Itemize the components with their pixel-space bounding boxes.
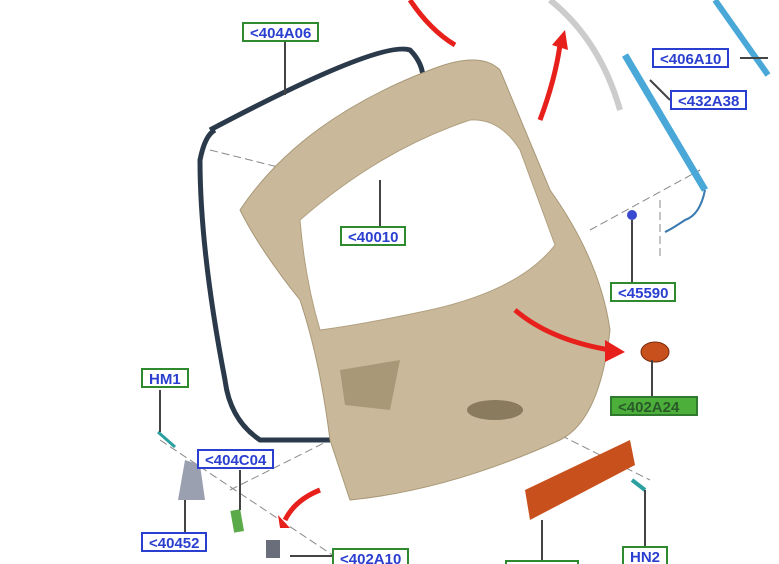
callout-402a10[interactable]: <402A10 [332,548,410,564]
trim-panel [525,440,635,520]
clip [230,509,245,533]
callout-404c04[interactable]: <404C04 [197,449,275,469]
callout-432a38[interactable]: <432A38 [670,90,748,110]
bolt-hm1 [157,430,176,449]
callout-40010[interactable]: <40010 [340,226,407,246]
callout-hn2[interactable]: HN2 [622,546,669,564]
gas-strut-upper [712,0,771,77]
handle-recess [467,400,523,420]
light-housing [340,360,400,410]
tape-roll [640,341,670,363]
callout-404a06[interactable]: <404A06 [242,22,320,42]
leader-lines [159,42,768,564]
glass-edge [548,0,623,111]
bumper-stop [627,210,637,220]
callout-45590[interactable]: <45590 [610,282,677,302]
direction-arrows [282,0,611,522]
callout-402a24[interactable]: <402A24 [610,396,698,416]
liftgate-window [299,119,556,331]
bolt-hn2 [630,478,647,492]
callout-40452[interactable]: <40452 [141,532,208,552]
hinge [178,460,205,500]
callout-trim-panel[interactable] [505,560,579,564]
gas-strut [621,53,709,192]
strut-cable [664,189,706,233]
latch [266,540,280,558]
callout-hm1[interactable]: HM1 [141,368,189,388]
callout-406a10[interactable]: <406A10 [652,48,730,68]
